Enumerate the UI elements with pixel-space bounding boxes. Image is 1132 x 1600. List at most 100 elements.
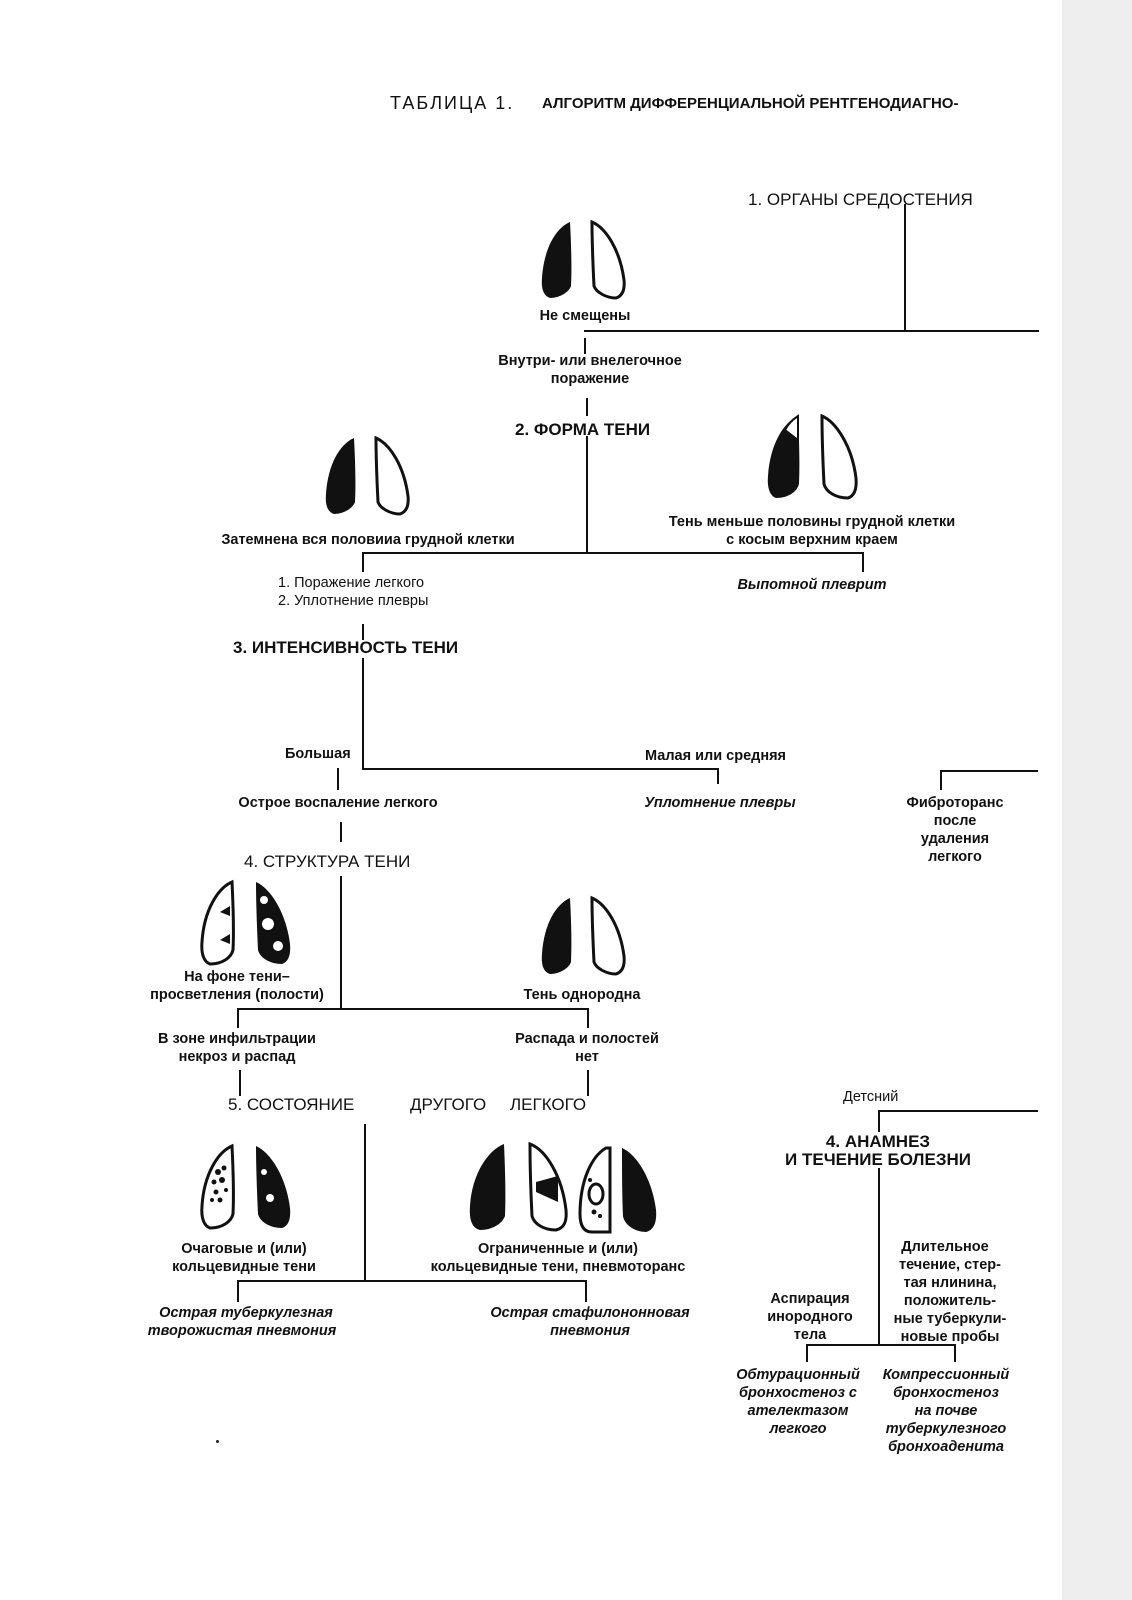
connector (237, 1280, 239, 1302)
lung-pair-opaque-icon (325, 435, 410, 516)
label-compression-5: бронхоаденита (888, 1439, 1004, 1455)
label-effusion: Выпотной плеврит (737, 577, 887, 593)
connector (585, 1280, 587, 1302)
lung-pair-focal-icon (200, 1143, 291, 1230)
connector (584, 338, 586, 354)
connector (237, 1280, 587, 1282)
connector (586, 398, 588, 416)
lung-pair-limited-icon (469, 1141, 568, 1232)
label-large: Большая (285, 746, 351, 762)
label-lung-damage-1: 1. Поражение легкого (278, 575, 425, 591)
label-cavities-2: просветления (полости) (150, 987, 324, 1003)
label-compression-3: на почве (914, 1403, 978, 1419)
connector (954, 1344, 956, 1362)
connector (717, 768, 719, 784)
heading-shadow-intensity: 3. ИНТЕНСИВНОСТЬ ТЕНИ (233, 638, 459, 657)
connector (362, 658, 364, 770)
table-title: АЛГОРИТМ ДИФФЕРЕНЦИАЛЬНОЙ РЕНТГЕНОДИАГНО… (542, 95, 959, 112)
label-small-medium: Малая или средняя (645, 748, 787, 764)
label-lung-damage-2: 2. Уплотнение плевры (278, 593, 429, 609)
label-long-course-2: течение, стер- (899, 1257, 1001, 1273)
label-focal-1: Очаговые и (или) (181, 1241, 307, 1257)
label-long-course-3: тая нлинина, (903, 1275, 997, 1291)
stray-dot (216, 1440, 219, 1443)
connector (337, 768, 339, 790)
connector (878, 1168, 880, 1346)
label-fibrothorax-3: удаления (920, 831, 990, 847)
label-aspiration-3: тела (793, 1327, 827, 1343)
label-caseous-1: Острая туберкулезная (159, 1305, 333, 1321)
heading-anamnesis-1: 4. АНАМНЕЗ (825, 1132, 931, 1151)
table-number: ТАБЛИЦА 1. (390, 93, 515, 113)
label-intra-extra-1: Внутри- или внелегочное (498, 353, 682, 369)
connector (862, 552, 864, 572)
lung-pair-homogeneous-icon (541, 895, 626, 976)
label-childhood: Детсний (843, 1089, 899, 1105)
connector (364, 1124, 366, 1282)
label-whole-half: Затемнена вся половииа грудной клетки (221, 532, 515, 548)
heading-other-lung-c: ЛЕГКОГО (510, 1095, 587, 1114)
label-long-course-6: новые пробы (900, 1329, 1000, 1345)
label-compression-4: туберкулезного (885, 1421, 1007, 1437)
connector (237, 1008, 239, 1028)
connector (940, 770, 942, 790)
connector (587, 1008, 589, 1028)
label-long-course-5: ные туберкули- (893, 1311, 1007, 1327)
label-necrosis-2: некроз и распад (178, 1049, 296, 1065)
connector (362, 552, 364, 572)
heading-shadow-shape: 2. ФОРМА ТЕНИ (515, 420, 651, 439)
label-focal-2: кольцевидные тени (172, 1259, 316, 1275)
label-obturation-2: бронхостеноз с (739, 1385, 857, 1401)
connector (587, 1070, 589, 1096)
label-no-cavities-1: Распада и полостей (515, 1031, 659, 1047)
connector (584, 330, 1039, 332)
diagram-page: ТАБЛИЦА 1. АЛГОРИТМ ДИФФЕРЕНЦИАЛЬНОЙ РЕН… (147, 93, 1039, 1455)
connector (878, 1110, 1038, 1112)
connector (362, 552, 864, 554)
label-homogeneous: Тень однородна (523, 987, 641, 1003)
label-obturation-1: Обтурационный (736, 1367, 860, 1383)
label-obturation-4: легкого (769, 1421, 827, 1437)
label-no-cavities-2: нет (575, 1049, 599, 1065)
label-less-half-1: Тень меньше половины грудной клетки (668, 514, 956, 530)
connector (362, 768, 719, 770)
lung-pair-effusion-icon (767, 413, 858, 500)
label-not-shifted: Не смещены (539, 308, 631, 324)
label-obturation-3: ателектазом (747, 1403, 849, 1419)
heading-other-lung-a: 5. СОСТОЯНИЕ (228, 1095, 355, 1114)
connector (237, 1008, 589, 1010)
label-cavities-1: На фоне тени– (184, 969, 290, 985)
label-staph-1: Острая стафилононновая (490, 1305, 690, 1321)
lung-pair-left-opaque-icon (541, 219, 626, 300)
connector (806, 1344, 808, 1362)
heading-anamnesis-2: И ТЕЧЕНИЕ БОЛЕЗНИ (785, 1150, 971, 1169)
connector (340, 876, 342, 1010)
connector (586, 436, 588, 554)
label-intra-extra-2: поражение (550, 371, 630, 387)
connector (904, 204, 906, 332)
connector (878, 1110, 880, 1132)
label-staph-2: пневмония (550, 1323, 630, 1339)
lung-pair-pneumothorax-icon (578, 1146, 657, 1234)
lung-pair-cavities-icon (200, 879, 291, 966)
label-compression-1: Компрессионный (882, 1367, 1010, 1383)
label-fibrothorax-2: после (933, 813, 977, 829)
connector (806, 1344, 956, 1346)
connector (340, 822, 342, 842)
label-limited-2: кольцевидные тени, пневмоторанс (430, 1259, 686, 1275)
label-compression-2: бронхостеноз (893, 1385, 999, 1401)
label-long-course-4: положитель- (903, 1293, 997, 1309)
label-caseous-2: творожистая пневмония (147, 1323, 337, 1339)
label-less-half-2: с косым верхним краем (726, 532, 898, 548)
label-necrosis-1: В зоне инфильтрации (158, 1031, 316, 1047)
label-limited-1: Ограниченные и (или) (477, 1241, 639, 1257)
label-long-course-1: Длительное (901, 1239, 989, 1255)
connector (940, 770, 1038, 772)
label-fibrothorax-1: Фиброторанс (906, 795, 1004, 811)
connector (362, 624, 364, 640)
connector (239, 1070, 241, 1096)
label-pleural-thickening: Уплотнение плевры (644, 795, 796, 811)
heading-shadow-structure: 4. СТРУКТУРА ТЕНИ (244, 852, 411, 871)
label-fibrothorax-4: легкого (928, 849, 982, 865)
heading-mediastinum: 1. ОРГАНЫ СРЕДОСТЕНИЯ (748, 190, 973, 209)
